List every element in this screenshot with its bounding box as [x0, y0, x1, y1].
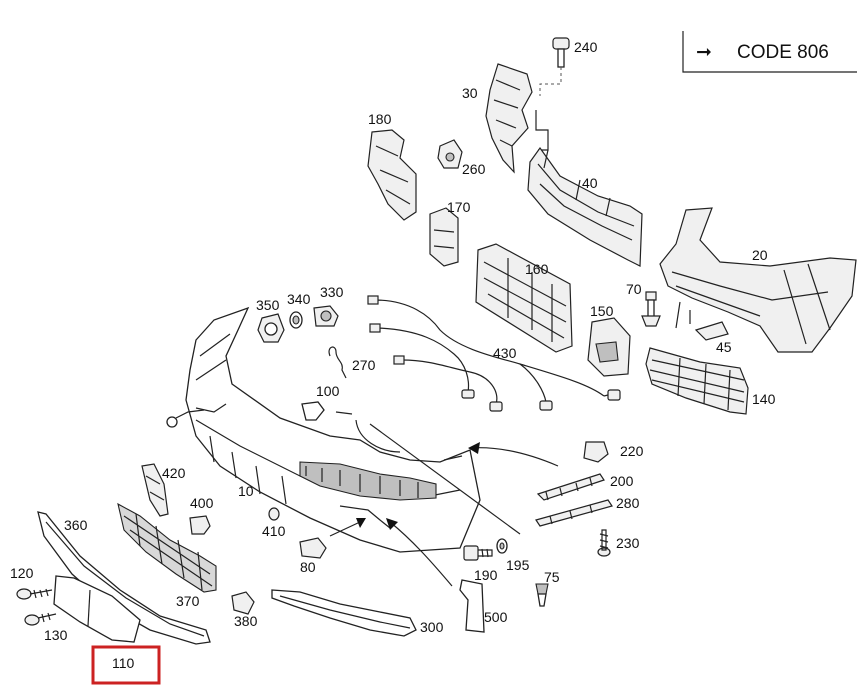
part-120-screw[interactable] — [16, 588, 53, 600]
part-110-plate[interactable] — [53, 575, 141, 643]
label-130[interactable]: 130 — [44, 627, 68, 643]
label-230[interactable]: 230 — [616, 535, 640, 551]
part-330-sensor[interactable] — [313, 305, 339, 327]
part-370-grille[interactable] — [117, 502, 217, 593]
part-100-cap[interactable] — [301, 401, 325, 421]
label-10[interactable]: 10 — [238, 483, 254, 499]
label-110[interactable]: 110 — [112, 655, 135, 671]
label-370[interactable]: 370 — [176, 593, 200, 609]
code-arrow: ➞ — [696, 42, 712, 63]
part-160-panel[interactable] — [475, 243, 573, 353]
part-280-strip[interactable] — [535, 499, 613, 527]
part-430-harness[interactable] — [367, 295, 621, 412]
part-130-screw[interactable] — [24, 612, 57, 626]
assembly-arrows — [329, 423, 559, 587]
label-195[interactable]: 195 — [506, 557, 530, 573]
part-20-bracket[interactable] — [659, 207, 857, 353]
label-260[interactable]: 260 — [462, 161, 486, 177]
label-500[interactable]: 500 — [484, 609, 508, 625]
part-70-bolt[interactable] — [641, 291, 661, 327]
part-labels: 240 30 180 260 40 170 20 160 70 350 340 … — [10, 39, 776, 671]
part-75-rivet[interactable] — [535, 583, 549, 607]
label-80[interactable]: 80 — [300, 559, 316, 575]
label-70[interactable]: 70 — [626, 281, 642, 297]
part-170-bracket[interactable] — [429, 207, 459, 267]
label-100[interactable]: 100 — [316, 383, 340, 399]
code-box: ➞ CODE 806 — [682, 31, 857, 73]
part-150-housing[interactable] — [587, 317, 631, 377]
label-45[interactable]: 45 — [716, 339, 732, 355]
part-40-beam[interactable] — [527, 146, 643, 267]
label-350[interactable]: 350 — [256, 297, 280, 313]
label-190[interactable]: 190 — [474, 567, 498, 583]
part-230-screw[interactable] — [597, 529, 611, 557]
part-240-bolt[interactable] — [539, 37, 570, 96]
part-380-clip[interactable] — [231, 591, 255, 615]
label-75[interactable]: 75 — [544, 569, 560, 585]
part-300-trim[interactable] — [271, 589, 417, 637]
label-140[interactable]: 140 — [752, 391, 776, 407]
label-240[interactable]: 240 — [574, 39, 598, 55]
label-120[interactable]: 120 — [10, 565, 34, 581]
label-380[interactable]: 380 — [234, 613, 258, 629]
label-150[interactable]: 150 — [590, 303, 614, 319]
part-45-strip[interactable] — [694, 321, 729, 341]
label-340[interactable]: 340 — [287, 291, 311, 307]
label-40[interactable]: 40 — [582, 175, 598, 191]
label-330[interactable]: 330 — [320, 284, 344, 300]
label-360[interactable]: 360 — [64, 517, 88, 533]
part-420-bracket[interactable] — [141, 463, 169, 517]
part-400-clip[interactable] — [189, 515, 211, 535]
part-sensor-clip[interactable] — [166, 409, 205, 428]
label-300[interactable]: 300 — [420, 619, 444, 635]
code-label: CODE 806 — [737, 42, 829, 63]
label-400[interactable]: 400 — [190, 495, 214, 511]
label-220[interactable]: 220 — [620, 443, 644, 459]
label-410[interactable]: 410 — [262, 523, 286, 539]
part-195-washer[interactable] — [496, 538, 508, 554]
part-340-ring[interactable] — [289, 311, 303, 329]
part-360-strip[interactable] — [37, 511, 211, 645]
label-170[interactable]: 170 — [447, 199, 471, 215]
part-270-clip[interactable] — [328, 346, 347, 379]
part-350-bracket[interactable] — [257, 313, 285, 343]
label-420[interactable]: 420 — [162, 465, 186, 481]
highlight-box-110 — [91, 645, 161, 685]
part-410-nut[interactable] — [268, 507, 280, 521]
part-200-strip[interactable] — [536, 473, 605, 501]
part-30-bracket[interactable] — [485, 63, 549, 174]
label-30[interactable]: 30 — [462, 85, 478, 101]
label-270[interactable]: 270 — [352, 357, 376, 373]
label-430[interactable]: 430 — [493, 345, 517, 361]
label-280[interactable]: 280 — [616, 495, 640, 511]
label-160[interactable]: 160 — [525, 261, 549, 277]
part-80-clip[interactable] — [299, 537, 327, 559]
part-220-clip[interactable] — [583, 441, 609, 463]
part-140-grille[interactable] — [645, 347, 749, 415]
label-200[interactable]: 200 — [610, 473, 634, 489]
part-260-clip[interactable] — [437, 139, 463, 169]
part-10-bumper-cover[interactable] — [185, 306, 481, 553]
label-20[interactable]: 20 — [752, 247, 768, 263]
part-180-bracket[interactable] — [367, 129, 417, 221]
label-180[interactable]: 180 — [368, 111, 392, 127]
part-500-label[interactable] — [459, 579, 485, 633]
part-190-bolt[interactable] — [463, 545, 493, 561]
